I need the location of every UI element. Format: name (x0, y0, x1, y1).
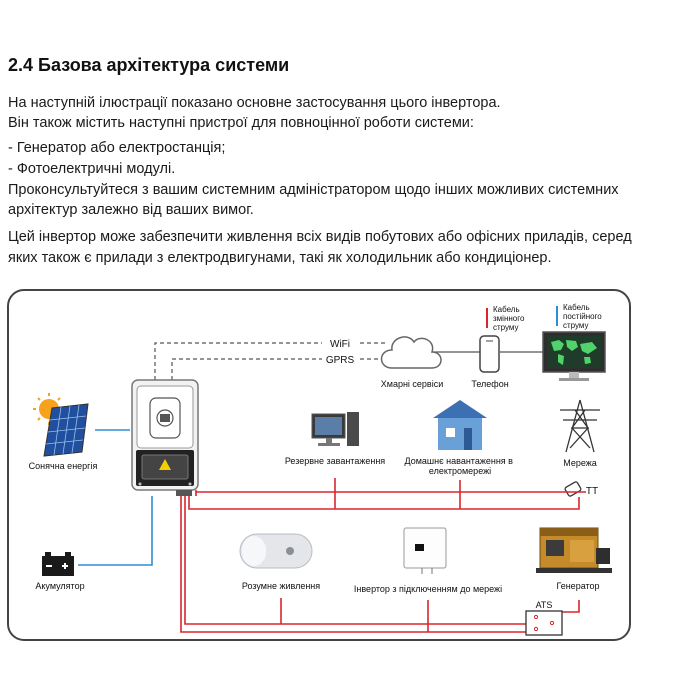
intro-line-6: архітектур залежно від ваших вимог. (8, 202, 254, 218)
intro-line-4: - Фотоелектричні модулі. (8, 161, 176, 177)
generator-label: Генератор (556, 581, 599, 591)
power-tower-icon (560, 399, 600, 453)
solar-label: Сонячна енергія (29, 461, 98, 471)
ac-wiring (180, 478, 586, 633)
generator-icon (536, 527, 612, 573)
backup-label: Резервне завантаження (285, 456, 385, 466)
ac-cable-label: Кабель змінного струму (493, 305, 527, 332)
solar-panel-icon (33, 393, 89, 457)
computer-icon (311, 412, 359, 446)
dc-cable-label: Кабель постійного струму (563, 303, 604, 330)
monitor-icon (542, 331, 606, 381)
grid-inverter-label: Інвертор з підключенням до мережі (354, 584, 502, 594)
smart-load-label: Розумне живлення (242, 581, 320, 591)
intro-line-3: - Генератор або електростанція; (8, 140, 226, 156)
battery-label: Акумулятор (35, 581, 84, 591)
ct-label: TT (586, 486, 598, 497)
diagram-frame (7, 289, 631, 641)
intro-line-5: Проконсультуйтеся з вашим системним адмі… (8, 182, 619, 198)
usage-line-2: яких також є прилади з електродвигунами,… (8, 250, 552, 266)
usage-line-1: Цей інвертор може забезпечити живлення в… (8, 229, 632, 245)
house-icon (433, 400, 487, 450)
cloud-label: Хмарні сервіси (381, 379, 444, 389)
ct-clamp-icon (564, 481, 582, 497)
section-title: 2.4 Базова архітектура системи (8, 55, 290, 75)
phone-icon (479, 335, 500, 373)
ats-switch-icon (525, 610, 563, 636)
phone-label: Телефон (471, 379, 508, 389)
intro-line-2: Він також містить наступні пристрої для … (8, 115, 474, 131)
comm-lines (154, 342, 385, 380)
ats-label: ATS (536, 600, 553, 610)
dc-wiring (78, 429, 153, 566)
home-load-label: Домашнє навантаження в електромережі (405, 456, 516, 476)
cloud-icon (380, 336, 442, 369)
inverter-icon (131, 379, 199, 496)
intro-line-1: На наступній ілюстрації показано основне… (8, 95, 501, 111)
water-heater-icon (239, 533, 313, 569)
grid-label: Мережа (563, 458, 597, 468)
grid-inverter-icon (403, 527, 447, 574)
gprs-label: GPRS (326, 355, 355, 366)
wifi-label: WiFi (330, 339, 350, 350)
battery-icon (42, 552, 74, 576)
